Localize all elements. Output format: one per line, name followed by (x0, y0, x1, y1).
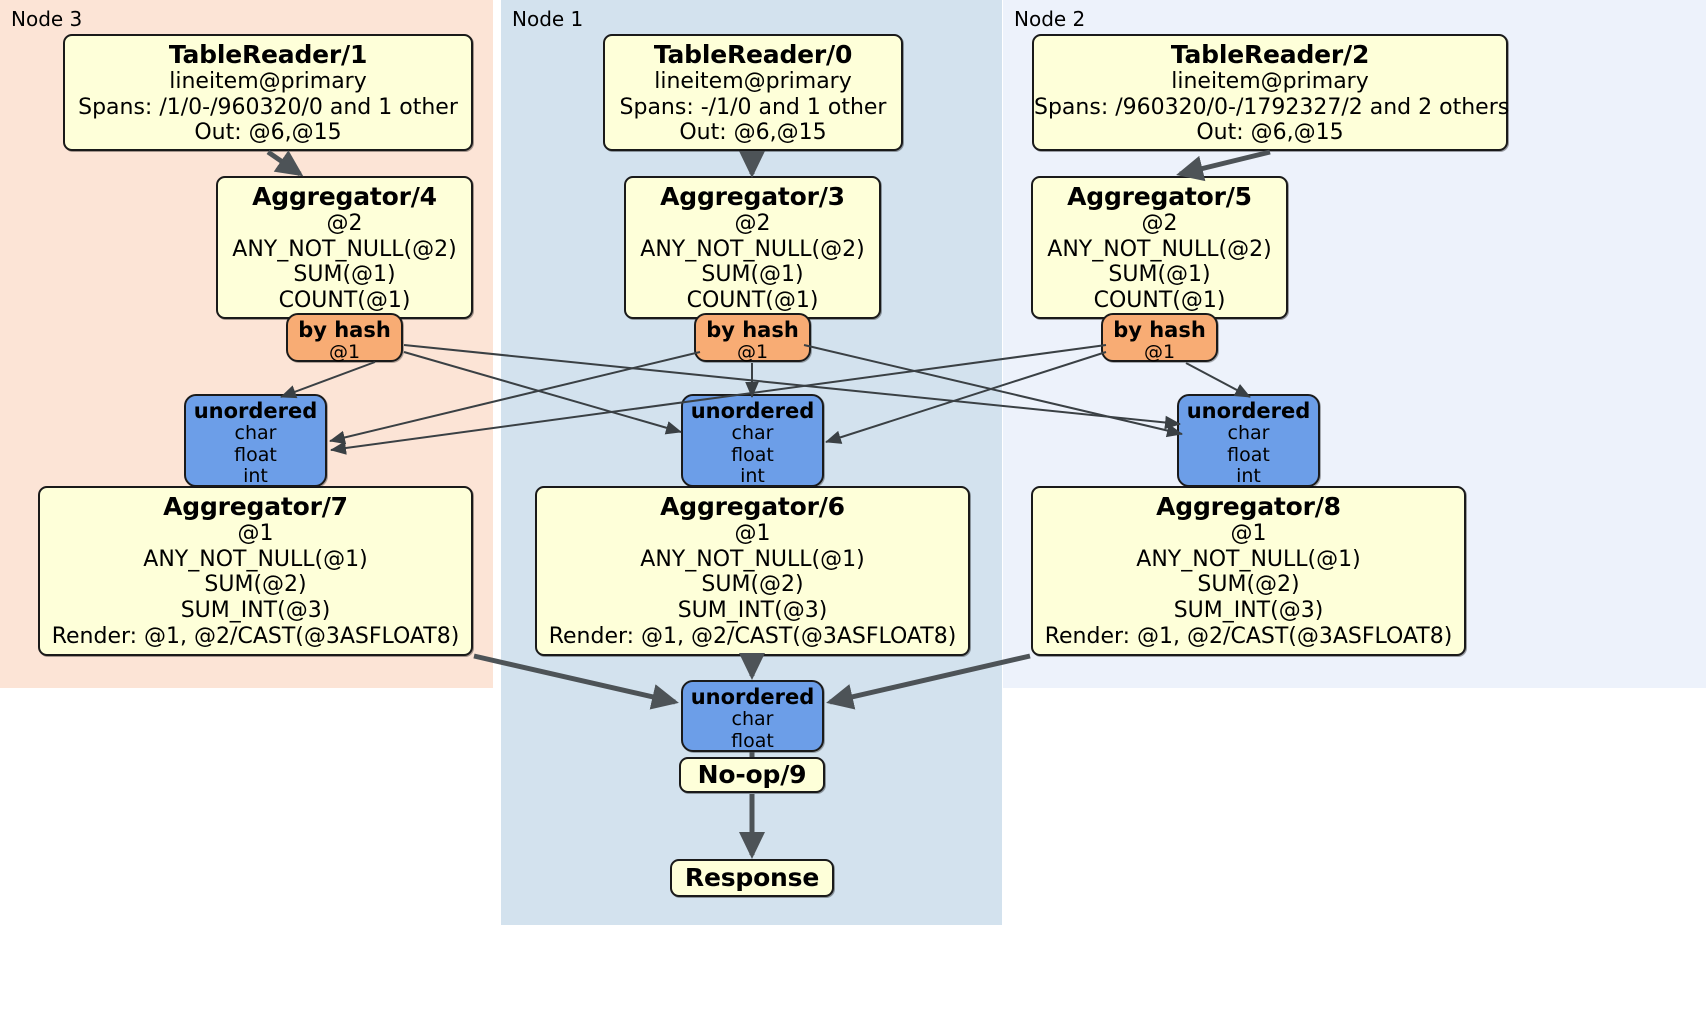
processor-detail: ANY_NOT_NULL(@2) (1047, 236, 1272, 262)
synchronizer-detail: char (731, 422, 774, 445)
processor-title: Aggregator/7 (163, 492, 348, 521)
processor-table-reader-1[interactable]: TableReader/1 lineitem@primary Spans: /1… (63, 34, 473, 151)
node-panel-label-node1: Node 1 (512, 7, 584, 31)
processor-detail: SUM(@2) (1197, 572, 1300, 598)
processor-detail: SUM(@1) (1108, 262, 1211, 288)
processor-aggregator-6[interactable]: Aggregator/6 @1 ANY_NOT_NULL(@1) SUM(@2)… (535, 486, 970, 656)
router-detail: @1 (1143, 341, 1176, 364)
processor-table-reader-2[interactable]: TableReader/2 lineitem@primary Spans: /9… (1032, 34, 1510, 151)
synchronizer-detail: char (234, 422, 277, 445)
synchronizer-title: unordered (690, 399, 815, 423)
processor-detail: Spans: -/1/0 and 1 other (619, 94, 887, 120)
processor-title: Aggregator/5 (1067, 182, 1252, 211)
processor-detail: ANY_NOT_NULL(@2) (232, 236, 457, 262)
processor-detail: COUNT(@1) (1093, 288, 1226, 314)
processor-detail: SUM_INT(@3) (677, 598, 828, 624)
router-by-hash-right[interactable]: by hash @1 (1101, 313, 1218, 364)
router-detail: @1 (328, 341, 361, 364)
processor-noop-9[interactable]: No-op/9 (679, 757, 825, 793)
processor-title: Aggregator/6 (660, 492, 845, 521)
processor-aggregator-8[interactable]: Aggregator/8 @1 ANY_NOT_NULL(@1) SUM(@2)… (1031, 486, 1466, 656)
processor-aggregator-7[interactable]: Aggregator/7 @1 ANY_NOT_NULL(@1) SUM(@2)… (38, 486, 473, 656)
processor-detail: COUNT(@1) (686, 288, 819, 314)
processor-detail: SUM(@1) (701, 262, 804, 288)
processor-detail: SUM(@2) (204, 572, 307, 598)
synchronizer-detail: char (1227, 422, 1270, 445)
router-detail: @1 (736, 341, 769, 364)
processor-detail: @1 (237, 521, 274, 546)
router-by-hash-left[interactable]: by hash @1 (286, 313, 403, 364)
processor-title: TableReader/0 (653, 40, 853, 69)
processor-detail: Out: @6,@15 (679, 120, 827, 146)
synchronizer-title: unordered (690, 685, 815, 709)
processor-detail: Render: @1, @2/CAST(@3ASFLOAT8) (51, 623, 460, 649)
processor-detail: @1 (734, 521, 771, 546)
processor-detail: Out: @6,@15 (194, 120, 342, 146)
processor-detail: ANY_NOT_NULL(@1) (143, 546, 368, 572)
processor-detail: @2 (734, 211, 771, 236)
processor-aggregator-4[interactable]: Aggregator/4 @2 ANY_NOT_NULL(@2) SUM(@1)… (216, 176, 473, 319)
processor-detail: SUM_INT(@3) (1173, 598, 1324, 624)
processor-detail: Spans: /1/0-/960320/0 and 1 other (78, 94, 458, 120)
router-title: by hash (1113, 318, 1206, 342)
synchronizer-unordered-left[interactable]: unordered char float int (184, 394, 327, 487)
processor-detail: @1 (1230, 521, 1267, 546)
processor-aggregator-3[interactable]: Aggregator/3 @2 ANY_NOT_NULL(@2) SUM(@1)… (624, 176, 881, 319)
synchronizer-detail: float (1227, 443, 1270, 466)
processor-detail: ANY_NOT_NULL(@1) (1136, 546, 1361, 572)
processor-detail: @2 (326, 211, 363, 236)
processor-detail: Spans: /960320/0-/1792327/2 and 2 others (1034, 94, 1510, 120)
synchronizer-detail: int (740, 465, 765, 488)
processor-detail: Render: @1, @2/CAST(@3ASFLOAT8) (1044, 623, 1453, 649)
router-title: by hash (706, 318, 799, 342)
processor-response[interactable]: Response (670, 859, 834, 897)
node-panel-label-node2: Node 2 (1014, 7, 1086, 31)
processor-title: Response (684, 863, 820, 892)
synchronizer-unordered-right[interactable]: unordered char float int (1177, 394, 1320, 487)
processor-detail: SUM_INT(@3) (180, 598, 331, 624)
processor-detail: ANY_NOT_NULL(@2) (640, 236, 865, 262)
processor-title: No-op/9 (697, 760, 807, 789)
processor-title: TableReader/1 (168, 40, 368, 69)
synchronizer-title: unordered (1186, 399, 1311, 423)
node-panel-label-node3: Node 3 (11, 7, 83, 31)
synchronizer-detail: float (731, 443, 774, 466)
processor-title: Aggregator/4 (252, 182, 437, 211)
processor-detail: lineitem@primary (1171, 69, 1369, 94)
processor-detail: SUM(@2) (701, 572, 804, 598)
processor-detail: Out: @6,@15 (1196, 120, 1344, 146)
processor-detail: @2 (1141, 211, 1178, 236)
synchronizer-detail: int (243, 465, 268, 488)
synchronizer-detail: float (234, 443, 277, 466)
synchronizer-detail: char (731, 708, 774, 731)
synchronizer-unordered-mid[interactable]: unordered char float int (681, 394, 824, 487)
processor-detail: Render: @1, @2/CAST(@3ASFLOAT8) (548, 623, 957, 649)
processor-title: TableReader/2 (1170, 40, 1370, 69)
synchronizer-title: unordered (193, 399, 318, 423)
synchronizer-unordered-final[interactable]: unordered char float (681, 680, 824, 752)
processor-detail: ANY_NOT_NULL(@1) (640, 546, 865, 572)
processor-detail: COUNT(@1) (278, 288, 411, 314)
synchronizer-detail: float (731, 729, 774, 752)
processor-detail: SUM(@1) (293, 262, 396, 288)
router-by-hash-mid[interactable]: by hash @1 (694, 313, 811, 364)
processor-detail: lineitem@primary (654, 69, 852, 94)
processor-table-reader-0[interactable]: TableReader/0 lineitem@primary Spans: -/… (603, 34, 903, 151)
processor-title: Aggregator/8 (1156, 492, 1341, 521)
processor-detail: lineitem@primary (169, 69, 367, 94)
processor-title: Aggregator/3 (660, 182, 845, 211)
processor-aggregator-5[interactable]: Aggregator/5 @2 ANY_NOT_NULL(@2) SUM(@1)… (1031, 176, 1288, 319)
router-title: by hash (298, 318, 391, 342)
synchronizer-detail: int (1236, 465, 1261, 488)
